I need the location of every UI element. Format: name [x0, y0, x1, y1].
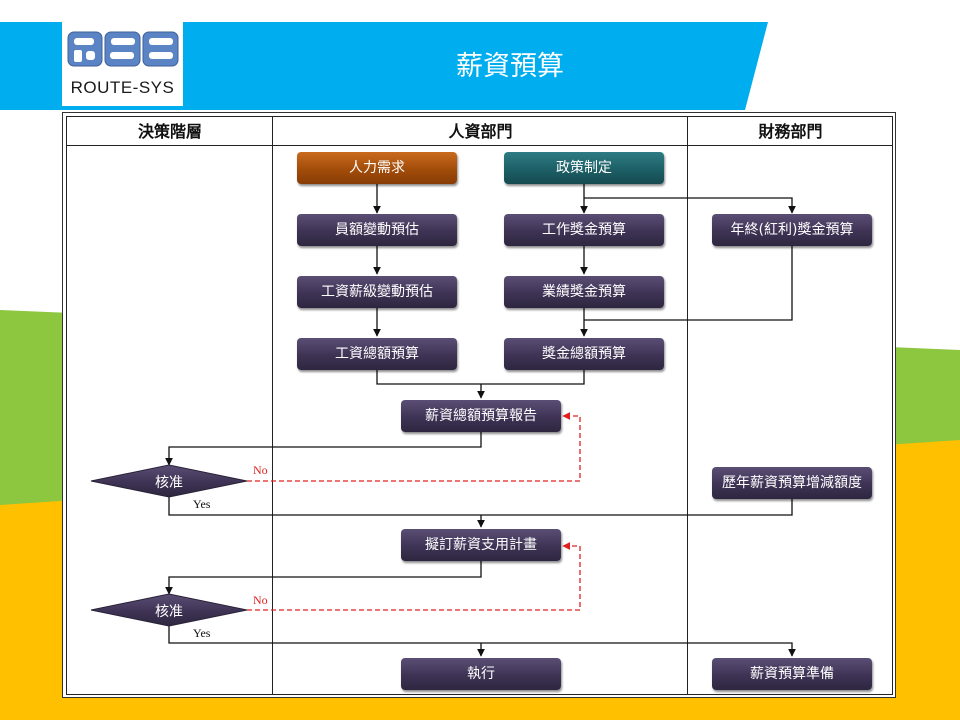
decision-label-2: 核准 — [155, 604, 183, 620]
lane-header-hr: 人資部門 — [448, 122, 513, 141]
node-execute: 執行 — [401, 658, 561, 690]
arrow-yearend-to-totalbonus — [584, 246, 793, 321]
node-hr-demand: 人力需求 — [297, 152, 457, 184]
decision-diamond-1 — [90, 464, 248, 498]
slide-title: 薪資預算 — [456, 51, 564, 82]
logo: ROUTE-SYS — [62, 22, 183, 106]
node-year-end-bonus: 年終(紅利)獎金預算 — [712, 214, 872, 246]
arrow-report-to-approve1 — [165, 432, 482, 466]
node-total-wage: 工資總額預算 — [297, 338, 457, 370]
branch-no-2: No — [253, 593, 268, 607]
node-salary-plan: 擬訂薪資支用計畫 — [401, 529, 561, 561]
decision-diamond-2 — [90, 593, 248, 627]
node-total-salary-report: 薪資總額預算報告 — [401, 400, 561, 432]
node-policy: 政策制定 — [504, 152, 664, 184]
node-budget-prep: 薪資預算準備 — [712, 658, 872, 690]
branch-no-1: No — [253, 463, 268, 477]
branch-yes-1: Yes — [193, 497, 211, 511]
lane-header-decision: 決策階層 — [137, 122, 202, 141]
decision-label-1: 核准 — [155, 475, 183, 491]
node-performance-bonus: 業績獎金預算 — [504, 276, 664, 308]
arrow-history-merge — [481, 499, 793, 516]
node-headcount-change: 員額變動預估 — [297, 214, 457, 246]
node-history-change: 歷年薪資預算增減額度 — [712, 467, 872, 499]
arrow-approve1-yes — [168, 497, 481, 516]
logo-wordmark: ROUTE-SYS — [70, 78, 175, 97]
node-bonus-budget: 工作獎金預算 — [504, 214, 664, 246]
arrow-totals-to-report — [376, 370, 585, 385]
arrow-policy-to-yearend — [584, 197, 796, 214]
header-banner — [0, 22, 768, 110]
node-salary-grade-change: 工資薪級變動預估 — [297, 276, 457, 308]
lane-header-finance: 財務部門 — [758, 122, 823, 141]
branch-yes-2: Yes — [193, 626, 211, 640]
rsc-logo-mark — [67, 31, 179, 67]
node-total-bonus: 獎金總額預算 — [504, 338, 664, 370]
arrow-plan-to-approve2 — [165, 561, 482, 595]
arrow-approve2-no — [247, 542, 581, 611]
swimlane-table: 決策階層 人資部門 財務部門 — [66, 116, 893, 695]
